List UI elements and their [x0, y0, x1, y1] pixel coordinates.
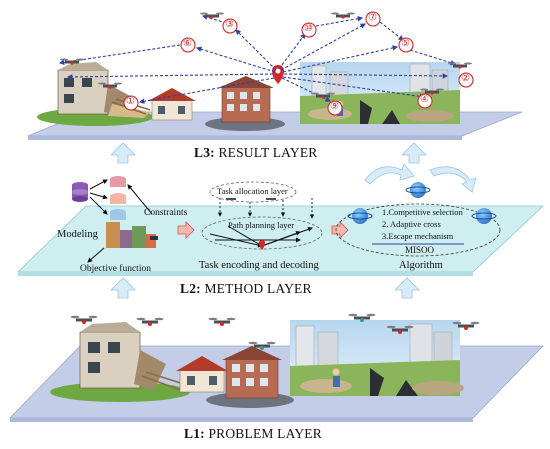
uav-drones-result: [60, 12, 472, 99]
brick-building-result: [205, 76, 285, 131]
collapsed-building-scene-left: [37, 62, 153, 126]
path-network: [209, 225, 313, 248]
flow-arrows-red: [177, 221, 349, 239]
node-label-3: ③: [225, 19, 234, 30]
modeling-buildings-icon: [106, 222, 158, 248]
node-label-9: ⑨: [330, 101, 339, 112]
node-label-5: ⑤: [401, 38, 410, 49]
problem-layer: [9, 313, 544, 422]
brick-building-problem: [206, 346, 294, 408]
modeling-arrows: [87, 179, 153, 263]
result-layer-name: RESULT LAYER: [218, 145, 318, 160]
node-label-1: ①: [126, 96, 135, 107]
planet-icon-right: [471, 208, 497, 224]
curved-arrow-left: [364, 163, 415, 185]
uav-drones-problem: [70, 313, 480, 350]
method-layer-name: METHOD LAYER: [204, 281, 312, 296]
city-scene-problem: [290, 320, 464, 396]
red-arrow-1: [177, 221, 195, 239]
constraints-label: Constraints: [144, 208, 188, 218]
objective-function-label: Objective function: [80, 264, 151, 274]
house-result: [148, 88, 196, 121]
method-layer-code: L2:: [180, 281, 201, 296]
database-icon: [72, 182, 88, 202]
collapsed-building-scene-problem: [50, 322, 191, 402]
up-arrow-left-lower: [110, 277, 136, 299]
data-stack-icon: [110, 176, 126, 220]
path-planning-ellipse: [201, 216, 323, 250]
node-label-6: ⑥: [183, 38, 192, 49]
algo-step-1: 1.Competitive selection: [382, 207, 463, 217]
planet-icon-top: [405, 182, 431, 198]
red-arrow-2: [331, 221, 349, 239]
result-layer: [27, 11, 523, 140]
up-arrow-right-upper: [401, 142, 427, 164]
house-problem: [176, 356, 228, 393]
misoo-label: MISOO: [405, 245, 435, 255]
up-arrow-right-lower: [394, 277, 420, 299]
algo-step-2: 2. Adaptive cross: [382, 219, 441, 229]
allocation-arrows: [217, 198, 315, 219]
path-planning-label: Path planning layer: [228, 220, 295, 230]
result-layer-code: L3:: [194, 145, 215, 160]
up-arrow-left-upper: [110, 142, 136, 164]
problem-layer-title: L1: PROBLEM LAYER: [184, 427, 322, 441]
curved-arrow-right: [429, 166, 477, 193]
path-planning-pin: [259, 240, 265, 250]
node-label-4: ④: [420, 94, 429, 105]
algorithm-label: Algorithm: [399, 260, 443, 271]
route-node-circles: [123, 11, 474, 116]
problem-layer-name: PROBLEM LAYER: [208, 426, 322, 441]
modeling-label: Modeling: [57, 229, 98, 240]
city-scene-right: [300, 62, 460, 124]
algorithm-ellipse: [335, 203, 501, 257]
node-label-10: ⑩: [304, 23, 313, 34]
task-allocation-drones: [226, 198, 276, 200]
task-encoding-label: Task encoding and decoding: [199, 260, 319, 271]
node-label-2: ②: [461, 73, 470, 84]
destination-marker: [272, 65, 284, 84]
node-label-7: ⑦: [368, 12, 377, 23]
result-layer-title: L3: RESULT LAYER: [194, 146, 318, 160]
planet-icon-left: [347, 208, 373, 224]
task-allocation-label: Task allocation layer: [217, 186, 288, 196]
method-layer: [17, 176, 545, 276]
algo-step-3: 3.Escape mechanism: [382, 231, 454, 241]
problem-layer-code: L1:: [184, 426, 205, 441]
algorithm-planets: [347, 182, 497, 224]
layer-flow-arrows: [110, 142, 477, 299]
method-layer-title: L2: METHOD LAYER: [180, 282, 312, 296]
task-allocation-ellipse: [209, 181, 297, 203]
